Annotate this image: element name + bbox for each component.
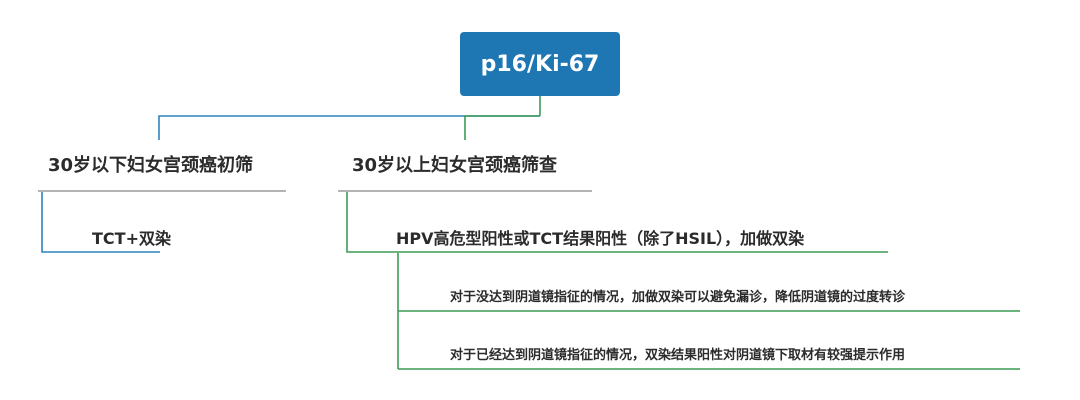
branch-title-under-30: 30岁以下妇女宫颈癌初筛 <box>48 155 254 176</box>
node-tct-double-stain: TCT+双染 <box>92 229 171 248</box>
branch-title-over-30: 30岁以上妇女宫颈癌筛查 <box>352 155 558 176</box>
right-child-connector <box>346 192 888 253</box>
node-hpv-positive: HPV高危型阳性或TCT结果阳性（除了HSIL），加做双染 <box>396 229 805 248</box>
leaf-below-colposcopy-indication: 对于没达到阴道镜指征的情况，加做双染可以避免漏诊，降低阴道镜的过度转诊 <box>450 290 906 305</box>
leaf-meets-colposcopy-indication: 对于已经达到阴道镜指征的情况，双染结果阳性对阴道镜下取材有较强提示作用 <box>450 348 906 363</box>
branch-right-connector <box>464 115 540 140</box>
root-node: p16/Ki-67 <box>460 32 620 96</box>
left-child-connector <box>41 192 160 253</box>
branch-left-connector <box>158 115 540 140</box>
root-label: p16/Ki-67 <box>480 51 600 77</box>
